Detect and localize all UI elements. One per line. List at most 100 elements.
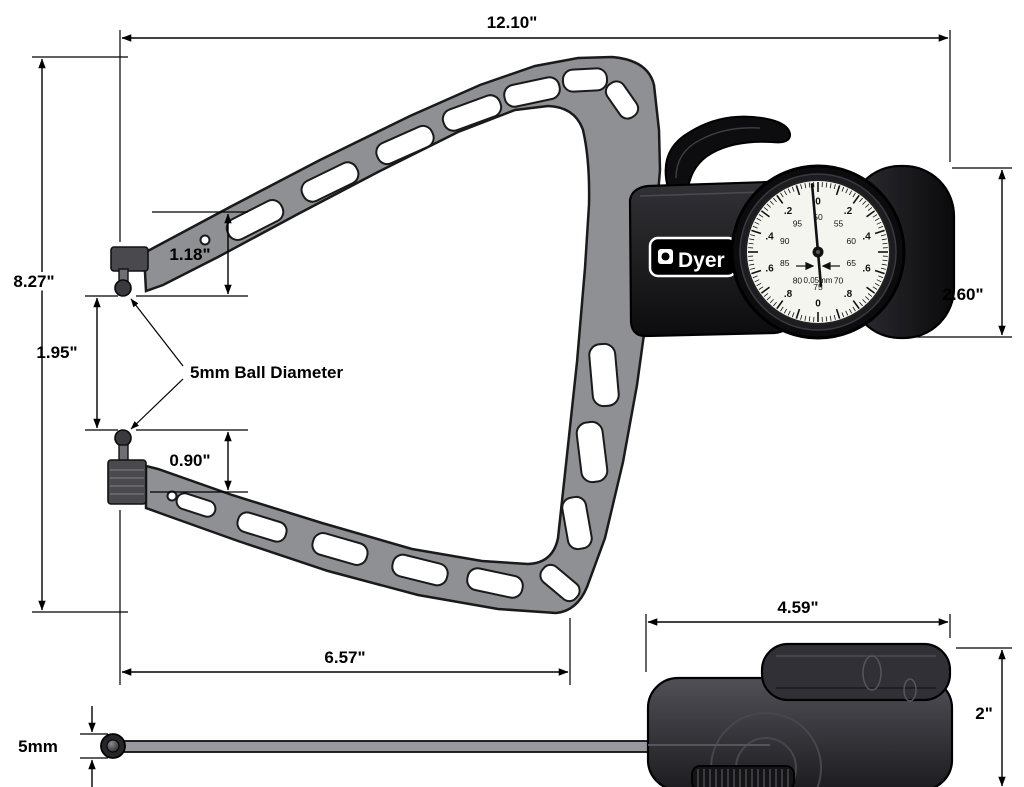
thumb-wheel (691, 765, 795, 787)
dial-tick (766, 203, 771, 208)
lower-contact (107, 429, 147, 505)
dial-tick (787, 188, 791, 194)
dial-tick (808, 316, 811, 322)
dial-tick (874, 217, 880, 222)
dim-upper-contact: 1.18" (136, 211, 248, 297)
side-view (100, 642, 954, 787)
dial-tick (841, 312, 845, 318)
side-screw (903, 678, 917, 702)
dial-tick (867, 207, 873, 211)
dial-tick (865, 203, 870, 208)
dial-tick (876, 279, 882, 283)
dial-tick (787, 310, 791, 316)
dial-tick (776, 194, 784, 204)
dial-tick (752, 275, 758, 279)
frame-cutout (300, 161, 360, 203)
dial-tick (773, 197, 777, 203)
dial-tick (841, 186, 845, 192)
frame-cutout (311, 532, 369, 566)
dial-tick (748, 259, 754, 262)
dial-tick (773, 301, 777, 307)
dim-overall-width: 12.10" (119, 13, 951, 242)
dial-outer-number: .6 (765, 263, 774, 274)
dial-tick (862, 299, 867, 304)
side-screw (862, 655, 882, 691)
dial-tick (872, 286, 878, 290)
dial-tick (852, 306, 856, 312)
dial-tick (845, 310, 849, 316)
dial-tick (760, 286, 770, 294)
dial-tick (852, 300, 860, 310)
dial-graduation-label: 0,05mm (804, 276, 833, 285)
dial-needle (810, 183, 824, 287)
lower-contact-label: 0.90" (169, 451, 210, 470)
dial-tick (882, 259, 888, 262)
dial-tick (865, 296, 870, 301)
dial-outer-number: .2 (844, 206, 853, 217)
dial-tick (867, 293, 873, 297)
upper-contact (110, 246, 149, 297)
dim-body-length: 4.59" (645, 598, 951, 672)
frame-cutout (503, 76, 561, 108)
dial-tick (825, 316, 828, 322)
brand-icon-dot (661, 252, 670, 261)
dial-tick (750, 267, 756, 270)
dial-tick (880, 267, 886, 270)
dial-tick (754, 279, 760, 283)
dial-tick (758, 286, 764, 290)
frame-cutout (466, 567, 524, 599)
dial-tick (882, 242, 888, 245)
lower-contact-block (107, 459, 147, 505)
dial-tick (872, 214, 878, 218)
dial-tick (808, 182, 811, 188)
dial-tick-ring (748, 182, 888, 322)
dial-inner-number: 65 (847, 258, 857, 268)
side-arm (121, 740, 729, 753)
dim-dial-height: 2.60" (908, 167, 1012, 338)
dial-tick (791, 312, 795, 318)
lower-ball (114, 429, 132, 447)
dial-tick (829, 315, 832, 321)
upper-ball (114, 279, 132, 297)
jaw-depth-label: 6.57" (324, 648, 365, 667)
dial-tick (880, 234, 886, 237)
dial-tick (862, 200, 867, 205)
dial-inner-number: 85 (780, 258, 790, 268)
frame-cutout (391, 553, 449, 587)
dim-lower-contact: 0.90" (136, 429, 248, 493)
dial-tick (795, 308, 801, 319)
dial-tick (756, 217, 762, 222)
dial-outer-number: 0 (815, 197, 821, 208)
dial-tick (859, 301, 863, 307)
dial-tick (780, 306, 784, 312)
dial-outer-number: .8 (784, 289, 793, 300)
dial-outer-number: 0 (815, 299, 821, 310)
overall-height-label: 8.27" (13, 272, 54, 291)
dial-outer-number: .4 (862, 232, 871, 243)
frame-cutout (175, 492, 217, 518)
dial-tick (804, 315, 807, 321)
body-length-label: 4.59" (777, 598, 818, 617)
dial-tick (754, 221, 760, 225)
dial-height-label: 2.60" (942, 285, 983, 304)
leader-line (130, 298, 184, 367)
dial-inner-number: 60 (847, 236, 857, 246)
side-ball-inner (106, 739, 120, 753)
dial-tick (829, 183, 832, 189)
dial-tick (874, 282, 880, 287)
dial-tick (835, 308, 841, 319)
dial-inner-number: 70 (834, 275, 844, 285)
dial-tick (881, 263, 887, 266)
upper-contact-label: 1.18" (169, 245, 210, 264)
dial-tick (783, 308, 788, 314)
dial-inner-number: 95 (793, 219, 803, 229)
dial-tick (763, 207, 769, 211)
dial-tick (763, 293, 769, 297)
dial-tick (845, 188, 849, 194)
lower-contact-stem (118, 444, 129, 462)
